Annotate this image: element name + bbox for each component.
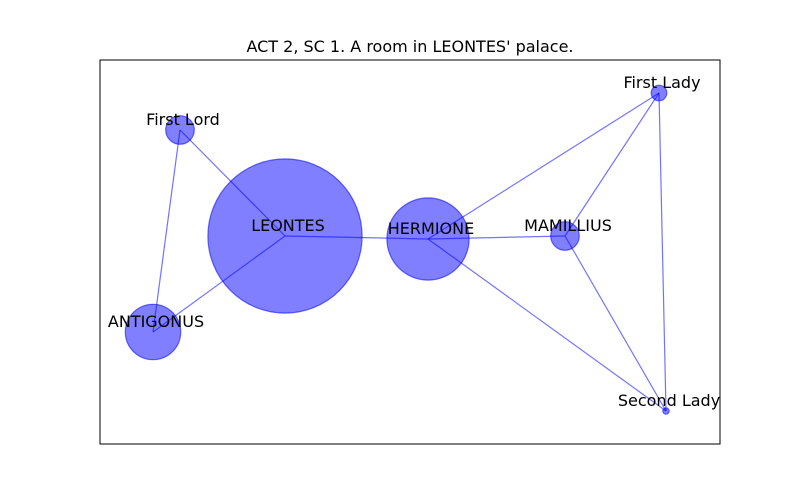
node-antigonus: [124, 303, 182, 361]
edge-first-lord-antigonus: [152, 129, 181, 333]
node-label-first-lord: First Lord: [146, 110, 220, 129]
figure-title: ACT 2, SC 1. A room in LEONTES' palace.: [246, 37, 573, 56]
edge-mamillius-first-lady: [564, 92, 660, 237]
node-label-leontes: LEONTES: [251, 216, 325, 235]
node-mamillius: [550, 221, 580, 251]
node-hermione: [386, 197, 470, 281]
node-label-antigonus: ANTIGONUS: [108, 312, 204, 331]
node-label-hermione: HERMIONE: [388, 219, 474, 238]
edge-hermione-second-lady: [427, 238, 667, 412]
edge-hermione-first-lady: [427, 92, 660, 240]
edge-first-lady-second-lady: [658, 92, 667, 412]
plot-frame: [99, 59, 721, 445]
node-first-lord: [165, 115, 195, 145]
labels-layer: LEONTES HERMIONE MAMILLIUS ANTIGONUS First L…: [108, 73, 720, 410]
node-label-first-lady: First Lady: [623, 73, 700, 92]
node-label-mamillius: MAMILLIUS: [524, 216, 612, 235]
node-label-second-lady: Second Lady: [618, 391, 720, 410]
nodes-layer: [124, 84, 670, 415]
node-leontes: [207, 158, 363, 314]
edge-mamillius-second-lady: [564, 235, 667, 412]
node-first-lady: [650, 84, 668, 102]
node-second-lady: [662, 407, 670, 415]
